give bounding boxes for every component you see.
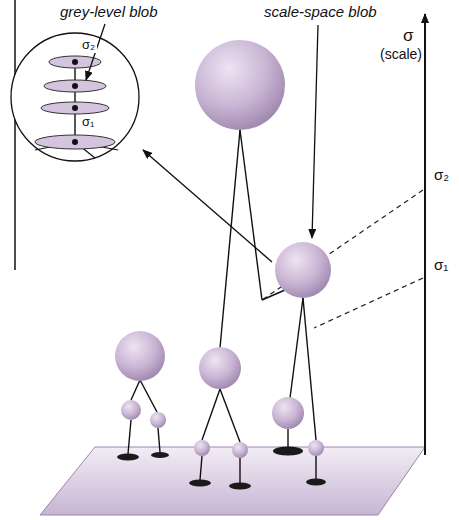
blob-shadows	[117, 447, 326, 490]
scale-level-label: σ₂	[80, 38, 97, 53]
blob-tree-lines	[128, 130, 316, 483]
axis-symbol: σ	[401, 26, 416, 46]
callout-label: scale-space blob	[262, 3, 379, 20]
scale-level-label: σ₁	[432, 256, 450, 273]
scale-level-label: σ₁	[80, 115, 96, 130]
leader-arrow	[312, 25, 318, 238]
border-line	[14, 0, 16, 270]
axis-label: (scale)	[378, 46, 424, 62]
scale-level-label: σ₂	[432, 166, 451, 183]
image-plane	[40, 447, 425, 515]
zoom-arrow	[143, 150, 272, 262]
inset-magnifier	[11, 33, 139, 161]
scale-axis	[424, 14, 426, 455]
scale-level-line	[262, 190, 423, 300]
scale-level-line	[314, 278, 423, 328]
callout-label: grey-level blob	[58, 3, 160, 20]
scale-space-blobs	[115, 40, 331, 458]
